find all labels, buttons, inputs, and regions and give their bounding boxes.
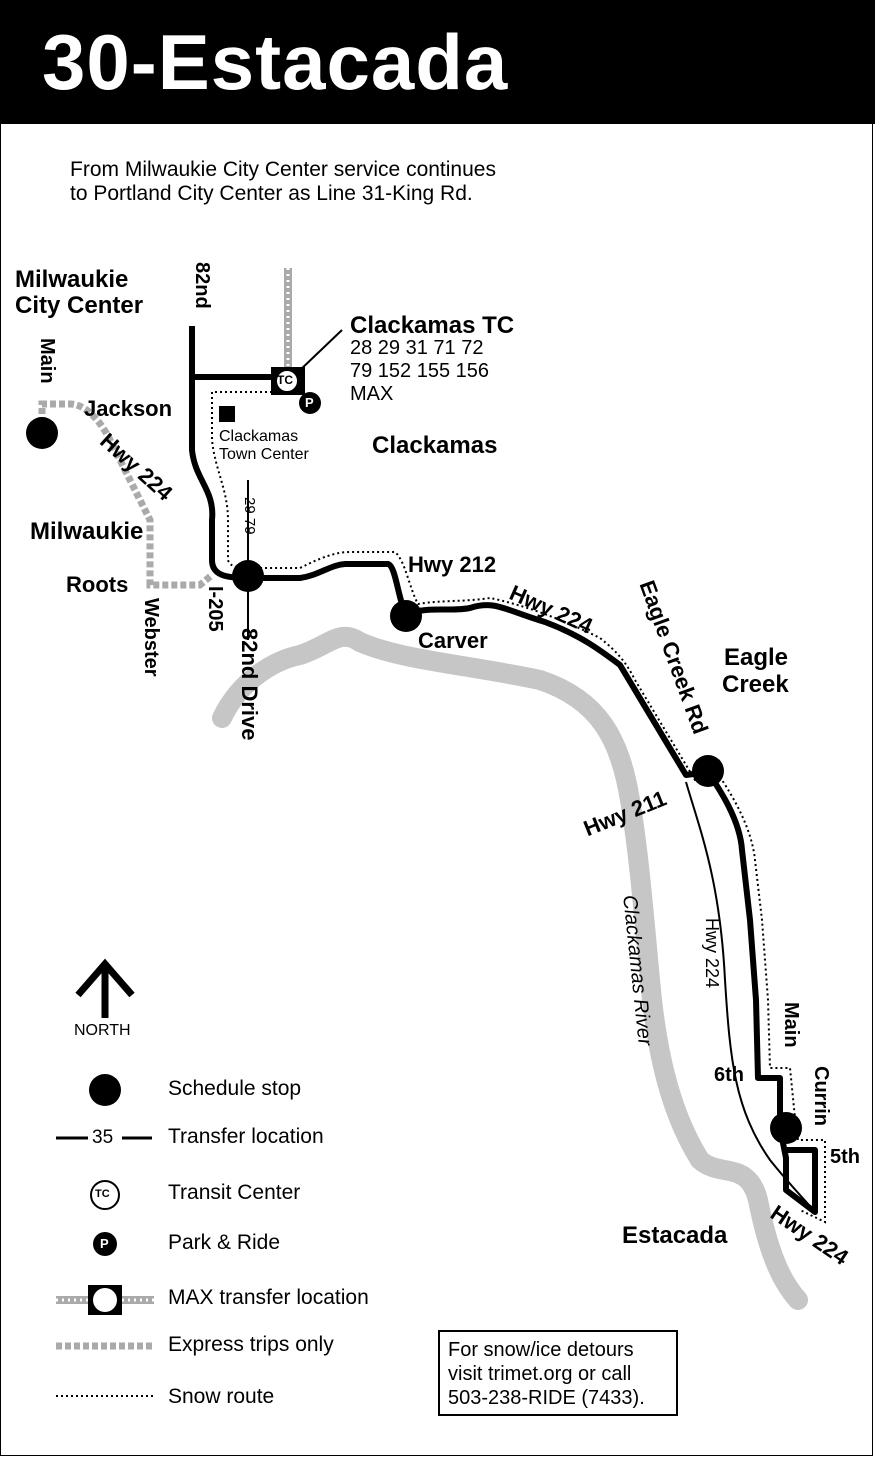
legend-p-text: P	[100, 1236, 109, 1251]
snow-notice-line-1: For snow/ice detours	[448, 1339, 634, 1361]
street-82nd-drive: 82nd Drive	[237, 628, 262, 741]
header-bar: 30-Estacada	[0, 0, 875, 124]
tc-leader-line	[297, 329, 343, 373]
street-hwy224-thin: Hwy 224	[702, 918, 722, 989]
street-main-estacada: Main	[780, 1002, 802, 1048]
main-route-line	[189, 326, 818, 1215]
place-milwaukie: Milwaukie	[30, 518, 144, 545]
legend-max-transfer: MAX transfer location	[168, 1286, 369, 1309]
p-icon-text: P	[305, 395, 314, 410]
clackamas-river	[212, 626, 808, 1310]
legend-transfer-location: Transfer location	[168, 1125, 324, 1148]
tc-lines-3: MAX	[350, 383, 394, 405]
park-ride-icon	[299, 392, 321, 414]
schedule-stop-82nd	[232, 560, 264, 592]
legend-express-trips: Express trips only	[168, 1333, 334, 1356]
place-clackamas: Clackamas	[372, 432, 498, 459]
legend-schedule-stop: Schedule stop	[168, 1077, 302, 1100]
schedule-stop-estacada	[770, 1112, 802, 1144]
place-eagle-creek-2: Creek	[722, 671, 789, 698]
legend-max-transfer-icon	[56, 1285, 154, 1315]
legend-park-ride: Park & Ride	[168, 1231, 281, 1254]
street-hwy212: Hwy 212	[408, 552, 497, 577]
transfer-label-2979: 29 79	[241, 497, 258, 535]
street-roots: Roots	[66, 572, 129, 597]
snow-detour-notice: For snow/ice detours visit trimet.org or…	[438, 1330, 678, 1416]
intro-line-1: From Milwaukie City Center service conti…	[70, 158, 496, 181]
street-webster: Webster	[140, 598, 162, 677]
legend-transit-center: Transit Center	[168, 1181, 301, 1204]
street-i205: I-205	[204, 586, 226, 632]
legend-park-ride-icon	[93, 1232, 117, 1256]
legend-schedule-stop-icon	[89, 1074, 121, 1106]
street-6th: 6th	[714, 1064, 744, 1086]
tc-lines-1: 28 29 31 71 72	[350, 337, 484, 359]
schedule-stop-eagle-creek	[692, 755, 724, 787]
north-arrow	[75, 958, 135, 1018]
legend-snow-route: Snow route	[168, 1385, 275, 1408]
route-title: 30-Estacada	[42, 18, 509, 106]
street-5th: 5th	[830, 1146, 860, 1168]
snow-notice-line-3: 503-238-RIDE (7433).	[448, 1387, 645, 1409]
place-milwaukie-cc-1: Milwaukie	[15, 266, 129, 293]
tc-lines-2: 79 152 155 156	[350, 360, 490, 382]
snow-route-line	[211, 391, 826, 1224]
schedule-stop-carver	[390, 600, 422, 632]
place-milwaukie-cc-2: City Center	[15, 292, 144, 319]
intro-line-2: to Portland City Center as Line 31-King …	[70, 182, 473, 205]
express-route-milwaukie	[38, 400, 215, 589]
place-estacada: Estacada	[622, 1222, 728, 1249]
town-center-marker	[219, 406, 235, 422]
tc-icon-text: TC	[277, 373, 293, 387]
street-jackson: Jackson	[84, 396, 173, 421]
town-center-label-2: Town Center	[219, 446, 309, 463]
town-center-label-1: Clackamas	[219, 428, 299, 445]
place-carver: Carver	[418, 628, 488, 653]
place-eagle-creek-1: Eagle	[724, 644, 789, 671]
legend-north: NORTH	[74, 1022, 131, 1039]
snow-notice-line-2: visit trimet.org or call	[448, 1363, 632, 1385]
legend-transit-center-icon	[90, 1180, 120, 1210]
street-82nd: 82nd	[191, 262, 213, 309]
legend-transfer-number: 35	[92, 1127, 114, 1148]
legend-tc-text: TC	[95, 1188, 110, 1200]
street-main-milwaukie: Main	[36, 338, 58, 384]
street-currin: Currin	[810, 1066, 832, 1126]
schedule-stop-milwaukie	[26, 417, 58, 449]
place-clackamas-tc: Clackamas TC	[350, 312, 515, 339]
